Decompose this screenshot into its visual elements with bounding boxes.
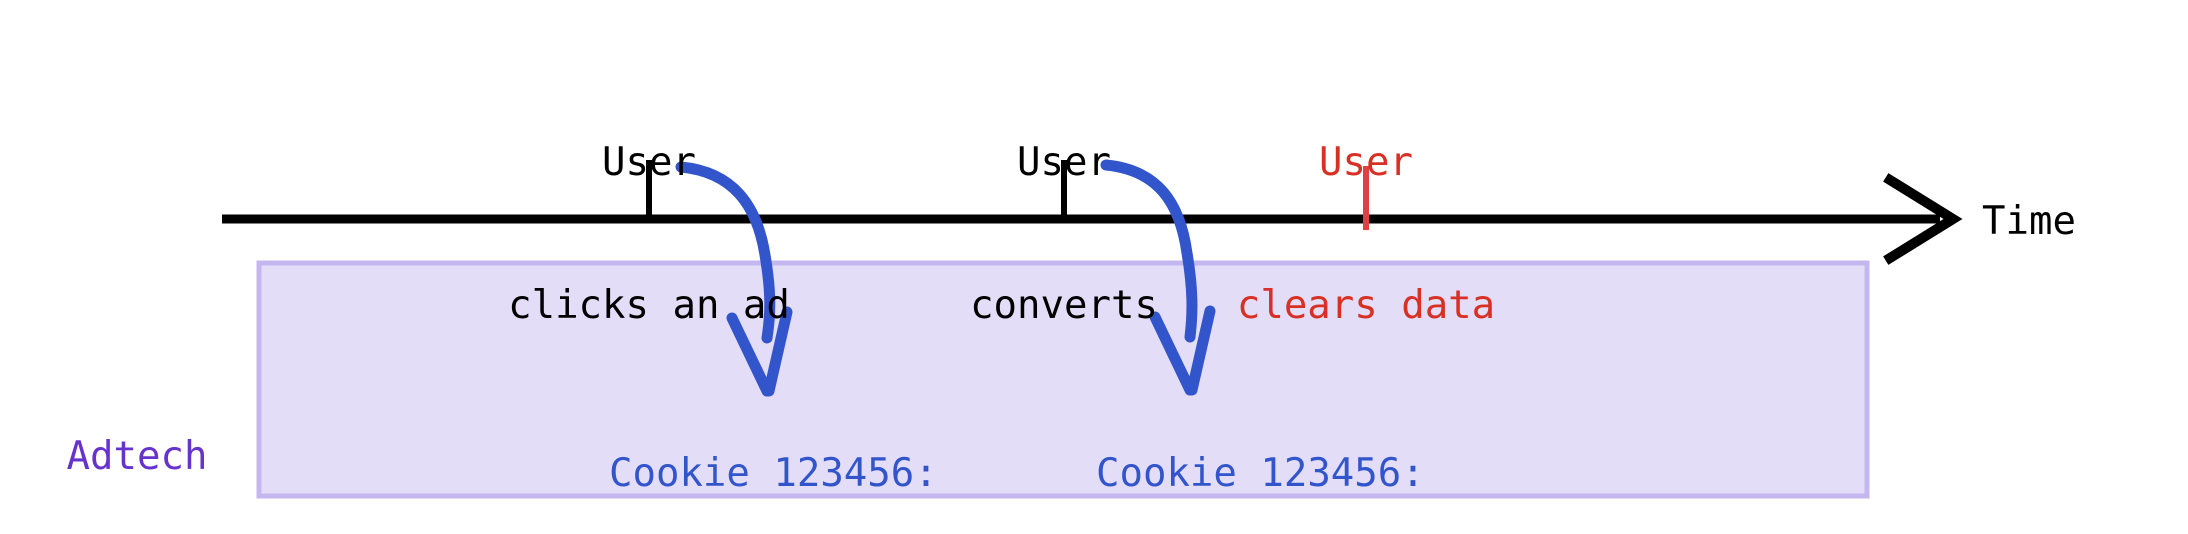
curved-arrow-conversion [1100, 159, 1216, 396]
adtech-server-label: Adtech server [67, 331, 208, 534]
adtech-server-label-line1: Adtech [66, 434, 208, 480]
log-entry-ad-clicked: Cookie 123456: Ad clicked [609, 345, 938, 534]
curved-arrow-ad-click [675, 161, 793, 397]
event-label-conversion-line1: User [1017, 140, 1111, 186]
timeline-arrow-head [1883, 173, 1963, 265]
event-label-ad-click: User clicks an ad [508, 44, 790, 425]
event-label-ad-click-line2: clicks an ad [508, 282, 790, 328]
event-label-data-clear-line2: clears data [1236, 282, 1496, 328]
event-label-ad-click-line1: User [602, 140, 696, 186]
log-entry-converted-line1: Cookie 123456: [1096, 450, 1425, 496]
event-label-data-clear-line1: User [1319, 140, 1413, 186]
event-label-data-clear: User clears data [1237, 44, 1495, 425]
event-label-conversion-line2: converts [970, 282, 1158, 328]
adtech-server-box [256, 260, 1870, 499]
event-label-conversion: User converts [970, 44, 1158, 425]
log-entry-converted: Cookie 123456: Converted [1096, 345, 1425, 534]
axis-label-time: Time [1982, 199, 2076, 244]
log-entry-ad-clicked-line1: Cookie 123456: [609, 450, 938, 496]
